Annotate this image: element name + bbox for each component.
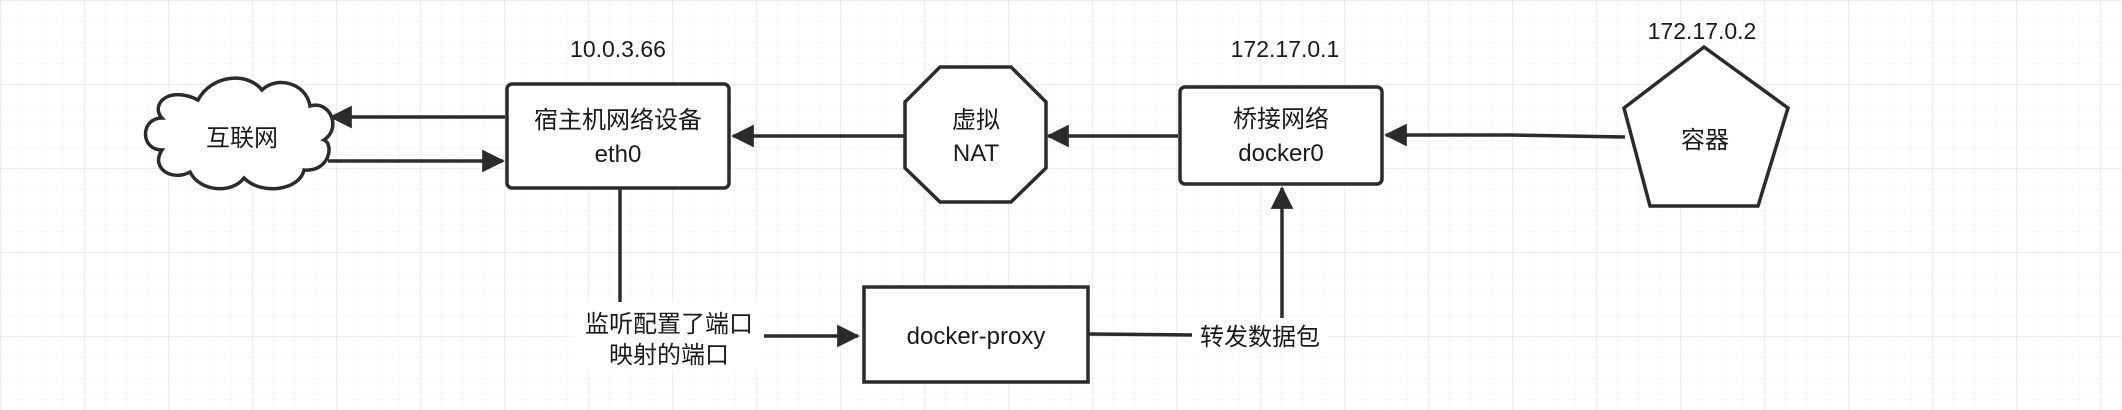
proxy-box [862,285,1090,384]
listen-label-line2: 映射的端口 [609,342,729,369]
container-node[interactable]: 容器 [1622,44,1791,208]
container-pentagon [1622,44,1791,208]
proxy-label: docker-proxy [907,323,1046,350]
host-box [505,82,731,190]
internet-cloud[interactable]: 互联网 [143,76,335,191]
nat-label-line2: NAT [953,140,1000,167]
forward-label-bg [1192,318,1328,352]
internet-label: 互联网 [206,125,278,152]
listen-label-bg [574,302,764,370]
docker-proxy[interactable]: docker-proxy [862,285,1090,384]
edge-proxy-to-forward [1087,332,1193,337]
host-label-line2: eth0 [595,141,642,168]
bridge-label-line2: docker0 [1238,140,1323,167]
nat-label-line1: 虚拟 [952,107,1000,134]
host-ip-label: 10.0.3.66 [570,36,666,62]
host-network-device[interactable]: 宿主机网络设备 eth0 [505,82,731,190]
host-label-line1: 宿主机网络设备 [534,107,702,134]
edges [328,105,1626,348]
virtual-nat[interactable]: 虚拟 NAT [903,65,1048,204]
edge-container-to-bridge [1384,123,1626,147]
bridge-box [1178,85,1384,186]
bridge-label-line1: 桥接网络 [1233,106,1329,133]
forward-label: 转发数据包 [1200,324,1320,351]
listen-label-line1: 监听配置了端口 [585,311,753,338]
bridge-ip-label: 172.17.0.1 [1231,36,1340,62]
container-ip-label: 172.17.0.2 [1648,18,1757,44]
bridge-network-docker0[interactable]: 桥接网络 docker0 [1178,85,1384,186]
container-label: 容器 [1681,127,1729,154]
nat-octagon [903,65,1048,204]
cloud-icon [143,76,335,191]
